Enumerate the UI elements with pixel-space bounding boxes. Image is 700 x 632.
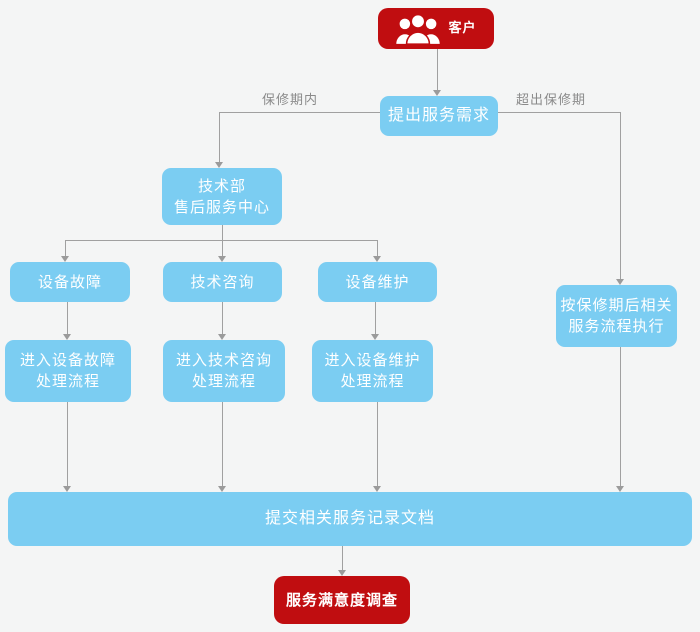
connector-three-way-split: [65, 240, 378, 241]
arrowhead-customer-request: [433, 90, 441, 96]
connector-maintain-to-bar: [377, 402, 378, 486]
arrowhead-fault-process: [63, 334, 71, 340]
arrowhead-to-post-warranty: [616, 279, 624, 285]
connector-branch-left: [219, 112, 380, 113]
connector-customer-request: [437, 49, 438, 90]
node-maintain-process-line2: 处理流程: [340, 373, 405, 390]
connector-consult-to-bar: [222, 402, 223, 486]
arrowhead-warranty-to-bar: [616, 486, 624, 492]
arrowhead-to-tech-center: [215, 162, 223, 168]
node-consult-process: 进入技术咨询 处理流程: [163, 340, 285, 402]
node-device-fault-label: 设备故障: [37, 273, 102, 291]
node-post-warranty-line1: 按保修期后相关: [560, 297, 673, 314]
node-maintain-process: 进入设备维护 处理流程: [312, 340, 433, 402]
connector-branch-right: [498, 112, 620, 113]
arrowhead-maintain-process: [371, 334, 379, 340]
node-post-warranty-process: 按保修期后相关 服务流程执行: [556, 285, 677, 347]
arrowhead-bar-to-survey: [338, 570, 346, 576]
connector-consult-process: [222, 302, 223, 334]
arrowhead-fault-to-bar: [63, 486, 71, 492]
arrowhead-consult-to-bar: [218, 486, 226, 492]
node-tech-center: 技术部 售后服务中心: [162, 168, 282, 225]
arrowhead-to-fault: [61, 256, 69, 262]
connector-fault-to-bar: [67, 402, 68, 486]
connector-tech-stem: [222, 225, 223, 240]
node-tech-center-line1: 技术部: [197, 177, 246, 195]
node-customer: 客户: [378, 8, 494, 49]
edge-label-beyond-warranty: 超出保修期: [516, 92, 587, 107]
node-tech-center-line2: 售后服务中心: [173, 198, 270, 216]
node-tech-consult: 技术咨询: [163, 262, 282, 302]
arrowhead-to-maintain: [373, 256, 381, 262]
node-submit-records: 提交相关服务记录文档: [8, 492, 692, 546]
node-device-maintain: 设备维护: [318, 262, 437, 302]
node-fault-process-line1: 进入设备故障: [19, 352, 116, 369]
node-device-fault: 设备故障: [10, 262, 130, 302]
connector-to-post-warranty: [620, 112, 621, 279]
node-maintain-process-line1: 进入设备维护: [324, 352, 421, 369]
node-device-maintain-label: 设备维护: [345, 273, 410, 291]
connector-to-maintain: [377, 240, 378, 256]
node-satisfaction-survey: 服务满意度调查: [274, 576, 410, 624]
node-tech-consult-label: 技术咨询: [190, 273, 255, 291]
node-submit-records-label: 提交相关服务记录文档: [264, 509, 435, 527]
node-service-request: 提出服务需求: [380, 96, 498, 136]
people-group-icon: [395, 13, 441, 45]
arrowhead-maintain-to-bar: [373, 486, 381, 492]
node-post-warranty-line2: 服务流程执行: [568, 318, 665, 335]
connector-maintain-process: [375, 302, 376, 334]
connector-to-consult: [222, 240, 223, 256]
node-fault-process: 进入设备故障 处理流程: [5, 340, 131, 402]
arrowhead-consult-process: [218, 334, 226, 340]
node-satisfaction-survey-label: 服务满意度调查: [285, 591, 398, 609]
connector-fault-process: [67, 302, 68, 334]
node-consult-process-line2: 处理流程: [191, 373, 256, 390]
edge-label-within-warranty: 保修期内: [262, 92, 319, 107]
connector-to-fault: [65, 240, 66, 256]
node-consult-process-line1: 进入技术咨询: [175, 352, 272, 369]
connector-warranty-to-bar: [620, 347, 621, 486]
node-customer-label: 客户: [448, 20, 477, 36]
arrowhead-to-consult: [218, 256, 226, 262]
connector-to-tech-center: [219, 112, 220, 162]
node-service-request-label: 提出服务需求: [387, 106, 490, 124]
connector-bar-to-survey: [342, 546, 343, 570]
node-fault-process-line2: 处理流程: [35, 373, 100, 390]
